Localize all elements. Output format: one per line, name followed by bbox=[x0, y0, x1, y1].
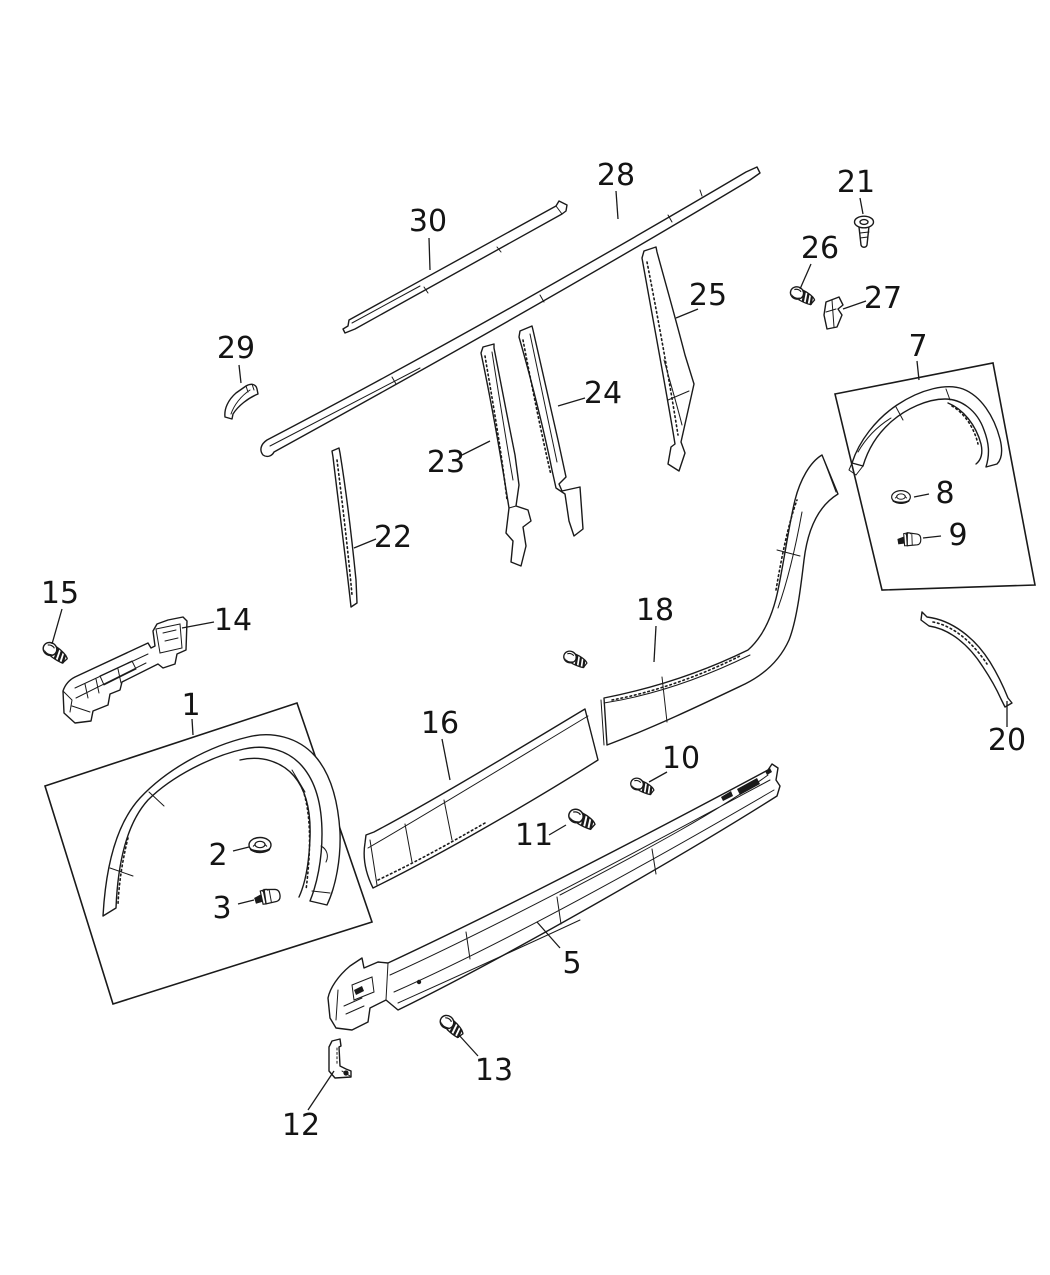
leader-line-27 bbox=[842, 300, 867, 310]
callout-30[interactable]: 30 bbox=[409, 204, 447, 239]
callout-1[interactable]: 1 bbox=[181, 688, 200, 723]
screw-11 bbox=[565, 805, 599, 832]
callout-11[interactable]: 11 bbox=[515, 818, 553, 853]
screw-10 bbox=[627, 775, 658, 797]
callout-12[interactable]: 12 bbox=[282, 1108, 320, 1143]
leader-line-13 bbox=[457, 1033, 479, 1057]
c-pillar-applique-25 bbox=[641, 246, 695, 472]
callout-7[interactable]: 7 bbox=[908, 329, 927, 364]
retainer-clip-9 bbox=[896, 532, 922, 547]
leader-line-11 bbox=[548, 824, 567, 836]
callout-3[interactable]: 3 bbox=[212, 891, 231, 926]
roof-molding-front-30 bbox=[342, 200, 568, 334]
callout-28[interactable]: 28 bbox=[597, 158, 635, 193]
leader-line-15 bbox=[51, 608, 63, 645]
callout-8[interactable]: 8 bbox=[935, 476, 954, 511]
leader-line-21 bbox=[859, 197, 864, 215]
callout-18[interactable]: 18 bbox=[636, 593, 674, 628]
b-pillar-applique-front-23 bbox=[480, 343, 532, 567]
retainer-clip-3 bbox=[252, 886, 282, 907]
leader-line-12 bbox=[307, 1070, 335, 1111]
leader-line-14 bbox=[181, 621, 215, 629]
callout-22[interactable]: 22 bbox=[374, 520, 412, 555]
callout-13[interactable]: 13 bbox=[475, 1053, 513, 1088]
leader-lines bbox=[51, 190, 1008, 1111]
support-bracket-14 bbox=[62, 616, 188, 724]
callout-9[interactable]: 9 bbox=[948, 518, 967, 553]
front-door-molding-16 bbox=[363, 708, 599, 889]
leader-line-24 bbox=[557, 397, 586, 407]
leader-line-30 bbox=[428, 237, 431, 271]
push-nut-8 bbox=[891, 490, 911, 505]
end-bracket-12 bbox=[328, 1038, 352, 1079]
box-group-7 bbox=[834, 362, 1036, 591]
leader-line-2 bbox=[232, 846, 250, 852]
group-7-frame bbox=[834, 362, 1036, 591]
callout-10[interactable]: 10 bbox=[662, 741, 700, 776]
callout-23[interactable]: 23 bbox=[427, 445, 465, 480]
screw-13 bbox=[436, 1011, 469, 1041]
roof-rail-end-cap-29 bbox=[224, 383, 259, 420]
callout-labels: 1 2 3 5 7 8 9 10 11 12 13 14 15 16 18 20… bbox=[41, 158, 1026, 1143]
fender-flare-molding-7 bbox=[848, 386, 1003, 476]
wheel-arch-molding-20 bbox=[920, 611, 1013, 708]
leader-line-7 bbox=[916, 360, 920, 381]
screw-26 bbox=[787, 283, 818, 307]
leader-line-9 bbox=[922, 535, 942, 539]
leader-line-18 bbox=[653, 625, 657, 663]
leader-line-22 bbox=[353, 538, 377, 549]
leader-line-23 bbox=[461, 440, 491, 456]
leader-line-5 bbox=[536, 921, 561, 949]
roof-molding-rear-28 bbox=[260, 166, 761, 458]
leader-line-10 bbox=[648, 771, 668, 783]
molding-clip-27 bbox=[823, 296, 844, 330]
leader-line-28 bbox=[615, 190, 619, 220]
leader-line-26 bbox=[799, 263, 812, 290]
callout-29[interactable]: 29 bbox=[217, 331, 255, 366]
callout-25[interactable]: 25 bbox=[689, 278, 727, 313]
callout-20[interactable]: 20 bbox=[988, 723, 1026, 758]
callout-5[interactable]: 5 bbox=[562, 946, 581, 981]
callout-14[interactable]: 14 bbox=[214, 603, 252, 638]
leader-line-3 bbox=[237, 899, 255, 905]
leader-line-8 bbox=[913, 493, 930, 498]
push-nut-2 bbox=[248, 836, 272, 854]
callout-24[interactable]: 24 bbox=[584, 376, 622, 411]
callout-27[interactable]: 27 bbox=[864, 281, 902, 316]
b-pillar-applique-rear-24 bbox=[518, 325, 584, 537]
callout-21[interactable]: 21 bbox=[837, 165, 875, 200]
screw-21 bbox=[853, 215, 875, 248]
callout-2[interactable]: 2 bbox=[208, 838, 227, 873]
windshield-pillar-molding-22 bbox=[331, 447, 358, 608]
quarter-panel-molding-18 bbox=[600, 454, 839, 746]
screw-10-upper bbox=[560, 648, 591, 670]
leader-line-1 bbox=[191, 718, 194, 736]
sill-molding-5 bbox=[327, 763, 781, 1031]
callout-26[interactable]: 26 bbox=[801, 231, 839, 266]
fender-flare-molding-1 bbox=[102, 734, 341, 917]
leader-line-25 bbox=[675, 308, 699, 319]
leader-line-16 bbox=[441, 738, 451, 781]
screw-15 bbox=[39, 638, 72, 666]
callout-15[interactable]: 15 bbox=[41, 576, 79, 611]
leader-line-29 bbox=[238, 364, 242, 384]
group-1-frame bbox=[44, 701, 374, 1006]
box-group-1 bbox=[44, 701, 374, 1006]
callout-16[interactable]: 16 bbox=[421, 706, 459, 741]
